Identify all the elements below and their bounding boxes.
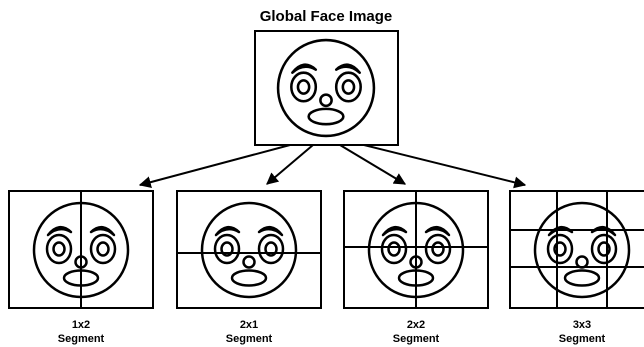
segment-2x2-panel [344, 191, 488, 308]
arrow-to-3x3 [364, 145, 525, 185]
segment-2x1-label-line1: 2x1 [240, 319, 258, 331]
arrow-to-1x2 [140, 145, 290, 185]
segment-3x3-panel [510, 191, 644, 308]
segment-2x2-label-line1: 2x2 [407, 319, 425, 331]
segment-1x2-label-line1: 1x2 [72, 319, 90, 331]
segment-1x2-label-line2: Segment [58, 333, 105, 345]
arrow-to-2x2 [340, 145, 405, 184]
segment-1x2-panel [9, 191, 153, 308]
segment-3x3-label-line1: 3x3 [573, 319, 591, 331]
diagram-title: Global Face Image [260, 8, 393, 25]
arrow-to-2x1 [267, 145, 313, 184]
global-face-box [255, 31, 398, 145]
arrows [140, 145, 525, 185]
segment-3x3-label-line2: Segment [559, 333, 606, 345]
segment-2x1-panel [177, 191, 321, 308]
segment-2x1-label-line2: Segment [226, 333, 273, 345]
segment-2x2-label-line2: Segment [393, 333, 440, 345]
